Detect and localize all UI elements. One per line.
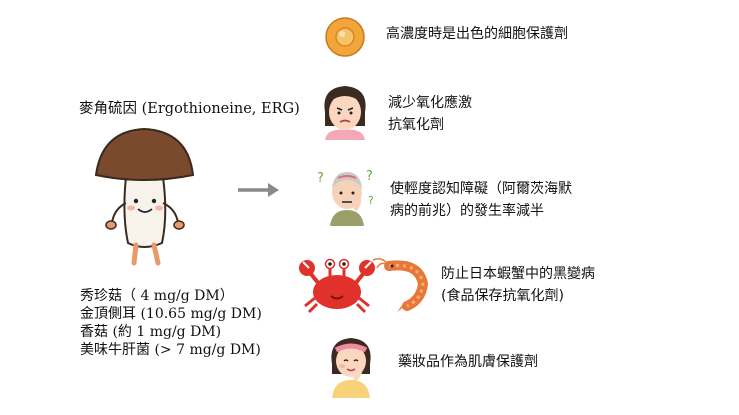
benefit-cell-protection: 高濃度時是出色的細胞保護劑 bbox=[386, 26, 568, 42]
benefit-skin-protection: 藥妝品作為肌膚保護劑 bbox=[398, 354, 538, 370]
mushroom-icon bbox=[94, 127, 195, 266]
svg-text:?: ? bbox=[317, 171, 324, 186]
mushroom-sources-list: 秀珍菇（ 4 mg/g DM） 金頂側耳 (10.65 mg/g DM) 香菇 … bbox=[80, 287, 262, 359]
benefit-food-preservation: 防止日本蝦蟹中的黑變病 (食品保存抗氧化劑) bbox=[441, 266, 595, 304]
svg-text:?: ? bbox=[366, 169, 373, 184]
confused-elder-icon: ? ? ? bbox=[317, 169, 374, 226]
compound-title: 麥角硫因 (Ergothioneine, ERG) bbox=[79, 101, 300, 117]
source-item: 美味牛肝菌 (> 7 mg/g DM) bbox=[80, 342, 261, 358]
skincare-woman-icon bbox=[331, 338, 371, 398]
stressed-woman-icon bbox=[324, 86, 366, 140]
cell-icon bbox=[325, 17, 365, 57]
benefit-cognitive: 使輕度認知障礙（阿爾茨海默 病的前兆）的發生率減半 bbox=[390, 181, 572, 219]
benefit-antioxidant: 減少氧化應激 抗氧化劑 bbox=[388, 95, 472, 133]
arrow-right-icon bbox=[238, 183, 279, 197]
source-item: 秀珍菇（ 4 mg/g DM） bbox=[80, 288, 234, 304]
source-item: 香菇 (約 1 mg/g DM) bbox=[80, 324, 222, 340]
crab-shrimp-icon bbox=[299, 258, 429, 314]
svg-text:?: ? bbox=[368, 194, 374, 207]
source-item: 金頂側耳 (10.65 mg/g DM) bbox=[80, 306, 262, 322]
